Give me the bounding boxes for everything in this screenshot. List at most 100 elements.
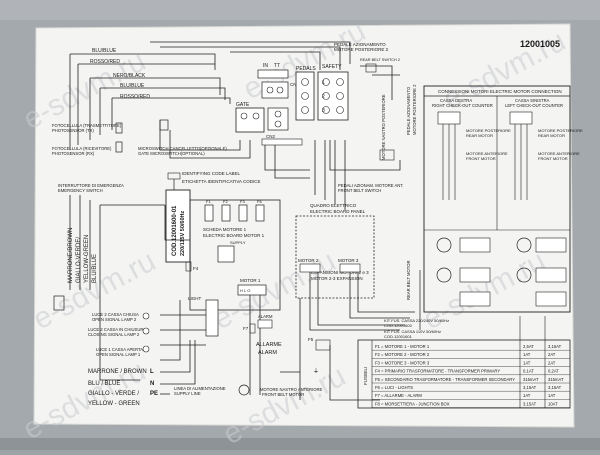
supply-yg2: YELLOW - GREEN	[88, 401, 140, 407]
conn-in-label: IN	[263, 63, 268, 69]
vertical-motor-label-2: REAR BELT MOTOR	[406, 260, 411, 300]
kit1-label: KIT FUS. CASSA 220/240V 50/60Hz	[384, 318, 449, 323]
lamp1-it: LUCE 2 CASSA CHIUSA	[92, 312, 139, 317]
board-en: ELECTRIC BOARD MOTOR 1	[203, 233, 265, 238]
terminal-circles	[301, 78, 344, 114]
fuse-row-value-110: 2AT	[548, 360, 556, 365]
emergency-wires	[69, 195, 165, 290]
supply-line-en: SUPPLY LINE	[174, 391, 201, 396]
rear-motor-en-r: REAR MOTOR	[466, 133, 493, 138]
gate2-pin-icon	[274, 110, 282, 118]
fuse-row-name: F4 = PRIMARIO TRASFORMATORE - TRANSFORME…	[375, 369, 500, 374]
panel-dx-it: CASSA DESTRA	[440, 98, 472, 103]
gate-pin1-icon	[240, 112, 248, 120]
emerg-w3: YELLOW-GREEN	[84, 235, 90, 283]
fuse-row-name: F8 = MORSETTIERA - JUNCTION BOX	[375, 401, 450, 406]
front-motor-it-l: MOTORE ANTERIORE	[538, 151, 580, 156]
front-motor-en-l: FRONT MOTOR	[538, 156, 568, 161]
motor-connection-panel	[423, 85, 571, 313]
fuse-row-value-230: 315mAT	[523, 377, 539, 382]
kit1-code: COD.12001600	[384, 323, 413, 328]
cn1-pin-icon	[266, 86, 274, 94]
fuse-row-value-230: 1AT	[523, 352, 531, 357]
light-connector	[205, 299, 219, 337]
emerg-w1: MARRONE/BROWN	[68, 228, 74, 283]
supply-n: N	[150, 381, 154, 387]
expansion-en: MOTOR 2-3 EXPANSION	[311, 276, 363, 281]
gate-label: GATE	[236, 102, 250, 108]
f5-label: F5	[308, 337, 314, 342]
photocell-rx-it: FOTOCELLULA (RICEVITORE)	[52, 146, 112, 151]
wire-label-nero: NERO/BLACK	[113, 73, 146, 79]
supply-l: L	[150, 369, 154, 375]
board-fuses	[204, 204, 265, 222]
connector-in-tt	[257, 69, 289, 79]
panel-header-it: CONNESSIONI MOTORI	[438, 89, 489, 94]
motor-terminal-blocks	[459, 237, 567, 307]
sheet-code: 12001005	[520, 39, 560, 49]
fuse-row-value-110: 3,15AT	[548, 385, 562, 390]
fuse-row-value-110: 3,15AT	[548, 344, 562, 349]
gate-micro-it: MICROSWITCH CANCELLETTO(OPZIONALE)	[138, 146, 227, 151]
emergency-en: EMERGENCY SWITCH	[58, 188, 103, 193]
lamp1-en: OPEN SIGNAL LAMP 2	[92, 317, 137, 322]
lamp2-it: LUCE 2 CASSA IN CHIUSURA	[88, 327, 146, 332]
photocell-rx-en: PHOTOSENSOR (RX)	[52, 151, 95, 156]
pedals-label: PEDALS	[296, 66, 316, 72]
paper-sheet	[33, 23, 575, 428]
fuse-row-name: F5 = SECONDARIO TRASFORMATORE - TRANSFOR…	[375, 377, 515, 382]
panel-wire-bundles	[442, 124, 528, 200]
vertical-pedal-it: PEDALE AZIONAMENTO	[406, 86, 411, 135]
fuse-row-value-110: 0,2AT	[548, 369, 559, 374]
microswitch-icon	[159, 119, 169, 131]
connector-cn1	[261, 81, 289, 99]
photocell-tx-it: FOTOCELLULA (TRASMETTITORE)	[52, 123, 122, 128]
id-code-plate	[165, 189, 191, 263]
motor-symbol-2	[436, 267, 452, 283]
rear-pedal-it: PEDALE AZIONAMENTO	[334, 42, 386, 47]
id-code-rotated: COD.12001600-01 220/115V 50/60Hz	[172, 205, 186, 256]
emergency-it: INTERRUTTORE DI EMERGENZA	[58, 183, 124, 188]
panel-dx-en: RIGHT CHECK-OUT COUNTER	[432, 103, 493, 108]
vertical-motore-post: MOTORE NASTRO POSTERIORE	[381, 94, 386, 160]
pedal-ant-it: PEDALI AZIONAM. MOTORE ANT.	[338, 183, 404, 188]
quadro-it: QUADRO ELETTRICO	[310, 203, 357, 208]
front-motor-en-r: FRONT MOTOR	[466, 156, 496, 161]
motor1-connector	[237, 284, 267, 296]
panel-sx-it: CASSA SINISTRA	[515, 98, 550, 103]
alarm-connector	[257, 319, 273, 329]
motor-symbols	[436, 237, 532, 283]
kit2-code: COD.12001601	[384, 334, 413, 339]
fuse-row-name: F2 = MOTORE 2 - MOTOR 2	[375, 352, 430, 357]
photocell-tx-icon	[115, 122, 123, 134]
wire-label-blu-2: BLU/BLUE	[120, 83, 145, 89]
fuse-row-value-230: 1AT	[523, 360, 531, 365]
panel-header-en: ELECTRIC MOTOR CONNECTION	[490, 89, 562, 94]
emergency-switch-icon	[53, 295, 65, 311]
vertical-rear-motor-label: MOTORE NASTRO POSTERIORE	[381, 94, 386, 160]
pedals-terminal-block	[295, 71, 315, 121]
vertical-rear-pedal: PEDALE AZIONAMENTO MOTORE POSTERIORE 2	[406, 84, 417, 135]
motor-symbol-3	[516, 237, 532, 253]
supply-line-it: LINEA DI ALIMENTAZIONE	[174, 386, 226, 391]
center-wires	[280, 272, 415, 401]
terminal-num-3: 3	[322, 108, 325, 114]
front-motor-icon	[238, 384, 250, 396]
id-code-value: COD.12001600-01	[172, 205, 178, 256]
rear-motor-en-l: REAR MOTOR	[538, 133, 565, 138]
fuse-f6-label: F6	[257, 199, 262, 204]
front-motor-it: MOTORE NASTRO ANTERIORE	[260, 387, 322, 392]
front-motor-it-r: MOTORE ANTERIORE	[466, 151, 508, 156]
fuse-row-name: F7 = ALLARME - ALARM	[375, 393, 422, 398]
fuse-row-value-110: 10AT	[548, 401, 558, 406]
motor3-connector	[339, 263, 361, 273]
front-motor-en: FRONT BELT MOTOR	[262, 392, 304, 397]
supply-brown: MARRONE / BROWN	[88, 369, 147, 375]
fuse-header: FUSIBILI	[363, 367, 368, 385]
supply-connector	[217, 245, 235, 263]
board-motor1-frame	[189, 199, 281, 311]
connector-cn2	[261, 138, 303, 146]
board-it: SCHEDA MOTORE 1	[203, 227, 247, 232]
fuse-row-value-230: 0,1AT	[523, 369, 534, 374]
